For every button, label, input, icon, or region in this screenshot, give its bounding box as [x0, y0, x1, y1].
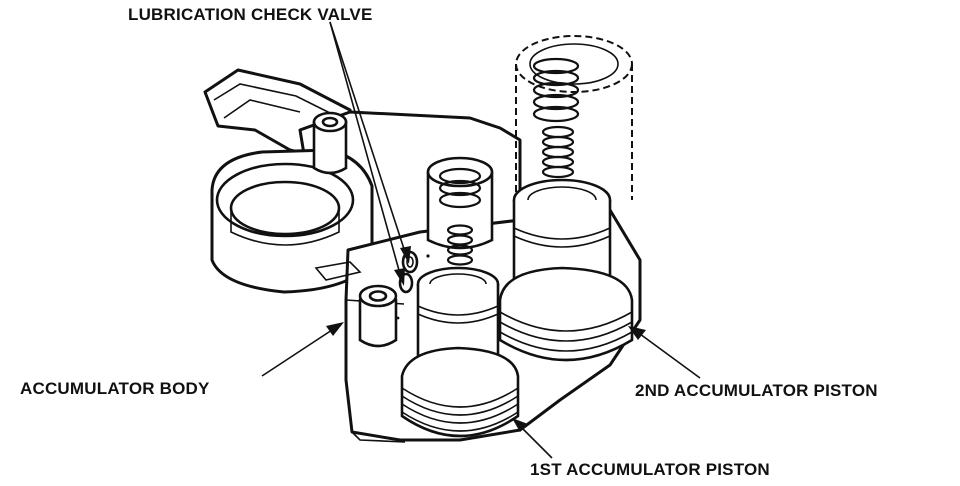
leader-lubrication-check-valve [329, 21, 411, 286]
accumulator-body-label: ACCUMULATOR BODY [20, 379, 210, 398]
leader-accumulator-body [261, 322, 344, 377]
first-accumulator-piston-label: 1ST ACCUMULATOR PISTON [530, 460, 770, 479]
first-accumulator-assembly [400, 156, 520, 438]
lubrication-check-valve-label: LUBRICATION CHECK VALVE [128, 5, 373, 24]
second-accumulator-assembly [498, 35, 634, 362]
leader-second-accumulator-piston [628, 326, 701, 379]
second-accumulator-piston-label: 2ND ACCUMULATOR PISTON [635, 381, 878, 400]
leader-first-accumulator-piston [512, 418, 553, 459]
